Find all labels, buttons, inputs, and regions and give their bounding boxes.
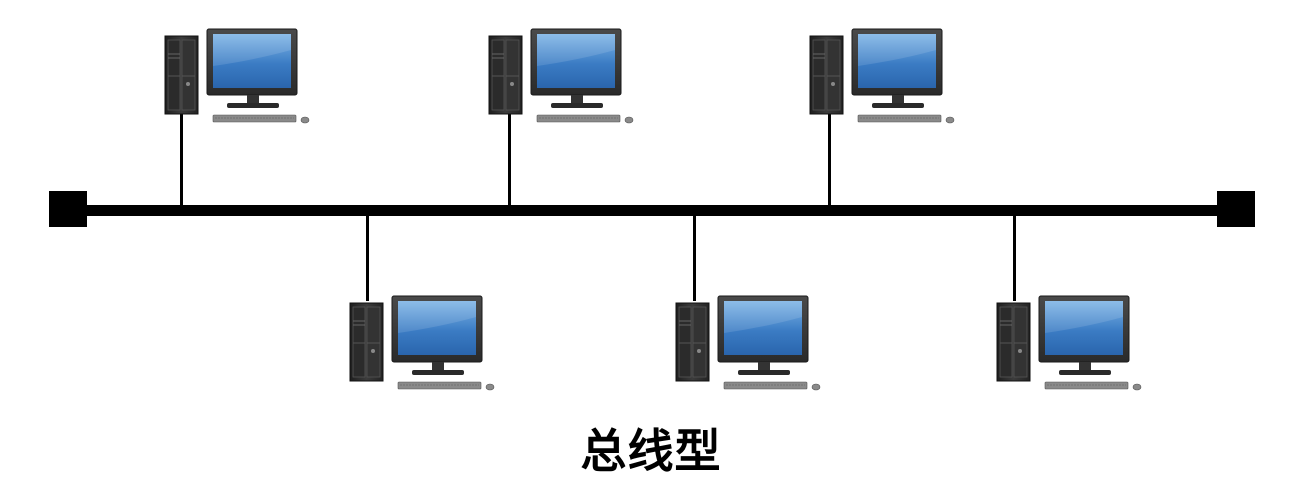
bus-terminator-icon: [49, 191, 87, 227]
drop-cable: [508, 114, 511, 207]
drop-cable: [828, 114, 831, 207]
desktop-computer-icon: [809, 28, 955, 124]
desktop-computer-icon: [349, 295, 495, 391]
bus-terminator-icon: [1217, 191, 1255, 227]
desktop-computer-icon: [164, 28, 310, 124]
bus-line: [68, 205, 1238, 216]
diagram-caption: 总线型: [580, 424, 722, 478]
drop-cable: [1013, 214, 1016, 301]
drop-cable: [693, 214, 696, 301]
drop-cable: [366, 214, 369, 301]
drop-cable: [180, 114, 183, 207]
desktop-computer-icon: [996, 295, 1142, 391]
desktop-computer-icon: [488, 28, 634, 124]
desktop-computer-icon: [675, 295, 821, 391]
